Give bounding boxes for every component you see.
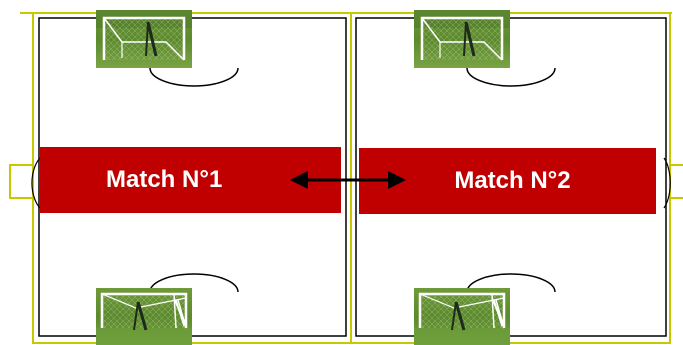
pitch-2-bottom-arc <box>466 273 556 293</box>
goal-icon <box>412 8 512 70</box>
goal-icon <box>412 286 512 345</box>
pitch-1-top-arc <box>149 67 239 87</box>
pitch-1-bottom-arc <box>149 273 239 293</box>
goal-icon <box>94 286 194 345</box>
pitch-2-top-arc <box>466 67 556 87</box>
center-arc-left <box>31 157 41 209</box>
goal-icon <box>94 8 194 70</box>
left-goal-box <box>9 164 33 199</box>
match-1-label: Match N°1 <box>106 166 223 193</box>
match-2-label: Match N°2 <box>454 167 571 194</box>
center-arc-right <box>663 157 671 209</box>
right-goal-box <box>670 164 683 199</box>
match-2-banner: Match N°2 <box>359 148 656 214</box>
double-arrow-icon <box>290 171 406 189</box>
